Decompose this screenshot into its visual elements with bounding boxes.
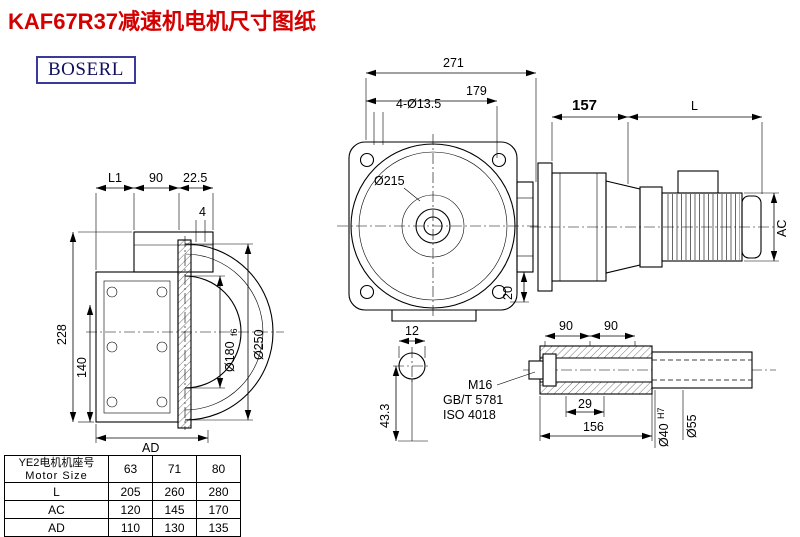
- flange-inner-circle: [358, 151, 508, 301]
- dim-12-label: 12: [405, 324, 419, 338]
- dim-140-label: 140: [75, 357, 89, 378]
- table-row-L: L 205 260 280: [4, 482, 241, 501]
- table-row-AC: AC 120 145 170: [4, 500, 241, 519]
- dim-271-label: 271: [443, 56, 464, 70]
- dim-90-left-label: 90: [559, 319, 573, 333]
- brand-logo: BOSERL: [36, 56, 136, 84]
- dim-40-label: Ø40: [657, 423, 671, 447]
- dim-90-label: 90: [149, 171, 163, 185]
- cell-value: 205: [108, 482, 153, 501]
- cell-value: 110: [108, 518, 153, 537]
- cell-value: 120: [108, 500, 153, 519]
- frame-size-80: 80: [196, 455, 241, 483]
- input-neck: [133, 231, 214, 273]
- dim-L1-label: L1: [108, 171, 122, 185]
- fan-cover: [741, 195, 762, 259]
- dim-180-fit-label: f6: [229, 328, 239, 336]
- retaining-washer: [542, 353, 557, 387]
- table-header-motor-size: YE2电机机座号 Motor Size: [4, 455, 109, 483]
- bolt-holes-label: 4-Ø13.5: [396, 97, 441, 111]
- bolt-hole: [359, 152, 375, 168]
- shaft-detail-view: 90 90 M16 GB/T 5781 ISO 4018 29 156 Ø40 …: [443, 319, 776, 448]
- bolt-head: [528, 360, 544, 380]
- bolt-hole: [491, 284, 507, 300]
- cell-value: 170: [196, 500, 241, 519]
- front-flange-view: 271 179 4-Ø13.5 Ø215 20: [337, 56, 541, 322]
- cell-value: 280: [196, 482, 241, 501]
- bolt-hole: [359, 284, 375, 300]
- cell-value: 135: [196, 518, 241, 537]
- row-label: AD: [4, 518, 109, 537]
- dim-157-label: 157: [572, 97, 597, 114]
- gearbox-side-view: L1 90 22.5 4 228 140 AD Ø180 f6 Ø250: [55, 171, 284, 455]
- cell-value: 260: [152, 482, 197, 501]
- flange-circle-250: [184, 243, 274, 421]
- motor-size-label-en: Motor Size: [25, 469, 88, 482]
- dim-43-3-label: 43.3: [378, 404, 392, 428]
- shaft-extension: [651, 351, 753, 389]
- spigot-circle-180: [184, 275, 242, 389]
- flange-circle: [350, 143, 516, 309]
- cell-value: 145: [152, 500, 197, 519]
- page-title: KAF67R37减速机电机尺寸图纸: [8, 9, 317, 34]
- motor-size-table: YE2电机机座号 Motor Size 63 71 80 L 205 260 2…: [4, 455, 241, 537]
- motor-size-label-cn: YE2电机机座号: [18, 456, 95, 469]
- cell-value: 130: [152, 518, 197, 537]
- terminal-box: [677, 170, 719, 194]
- row-label: L: [4, 482, 109, 501]
- standard-gb-label: GB/T 5781: [443, 393, 503, 407]
- table-header-row: YE2电机机座号 Motor Size 63 71 80: [4, 455, 241, 483]
- shaft-end-view: 12 43.3: [378, 324, 431, 442]
- bolt-hole: [491, 152, 507, 168]
- frame-size-63: 63: [108, 455, 153, 483]
- dim-29-label: 29: [578, 397, 592, 411]
- dim-AD-label: AD: [142, 441, 159, 455]
- thread-M16-label: M16: [468, 378, 492, 392]
- row-label: AC: [4, 500, 109, 519]
- dim-250-label: Ø250: [252, 329, 266, 360]
- dim-40-fit-label: H7: [656, 407, 666, 419]
- standard-iso-label: ISO 4018: [443, 408, 496, 422]
- table-row-AD: AD 110 130 135: [4, 518, 241, 537]
- hub-circle: [401, 194, 465, 258]
- dim-228-label: 228: [55, 324, 69, 345]
- shaft-hole-inner: [423, 216, 443, 236]
- dim-156-label: 156: [583, 420, 604, 434]
- dim-179-label: 179: [466, 84, 487, 98]
- bottom-foot: [391, 310, 477, 322]
- motor-side-view: 157 L AC: [530, 97, 789, 292]
- flange-plate: [177, 239, 192, 429]
- dim-20-label: 20: [501, 286, 515, 300]
- dim-215-label: Ø215: [374, 174, 405, 188]
- shaft-hole-outer: [415, 208, 451, 244]
- dim-90-right-label: 90: [604, 319, 618, 333]
- dim-L-label: L: [691, 99, 698, 113]
- cooling-fins: [664, 194, 740, 260]
- dim-55-label: Ø55: [685, 414, 699, 438]
- dim-AC-label: AC: [775, 220, 789, 237]
- dim-180-label: Ø180: [223, 341, 237, 372]
- dim-4-label: 4: [199, 205, 206, 219]
- frame-size-71: 71: [152, 455, 197, 483]
- housing-box: [95, 271, 179, 423]
- dim-22-5-label: 22.5: [183, 171, 207, 185]
